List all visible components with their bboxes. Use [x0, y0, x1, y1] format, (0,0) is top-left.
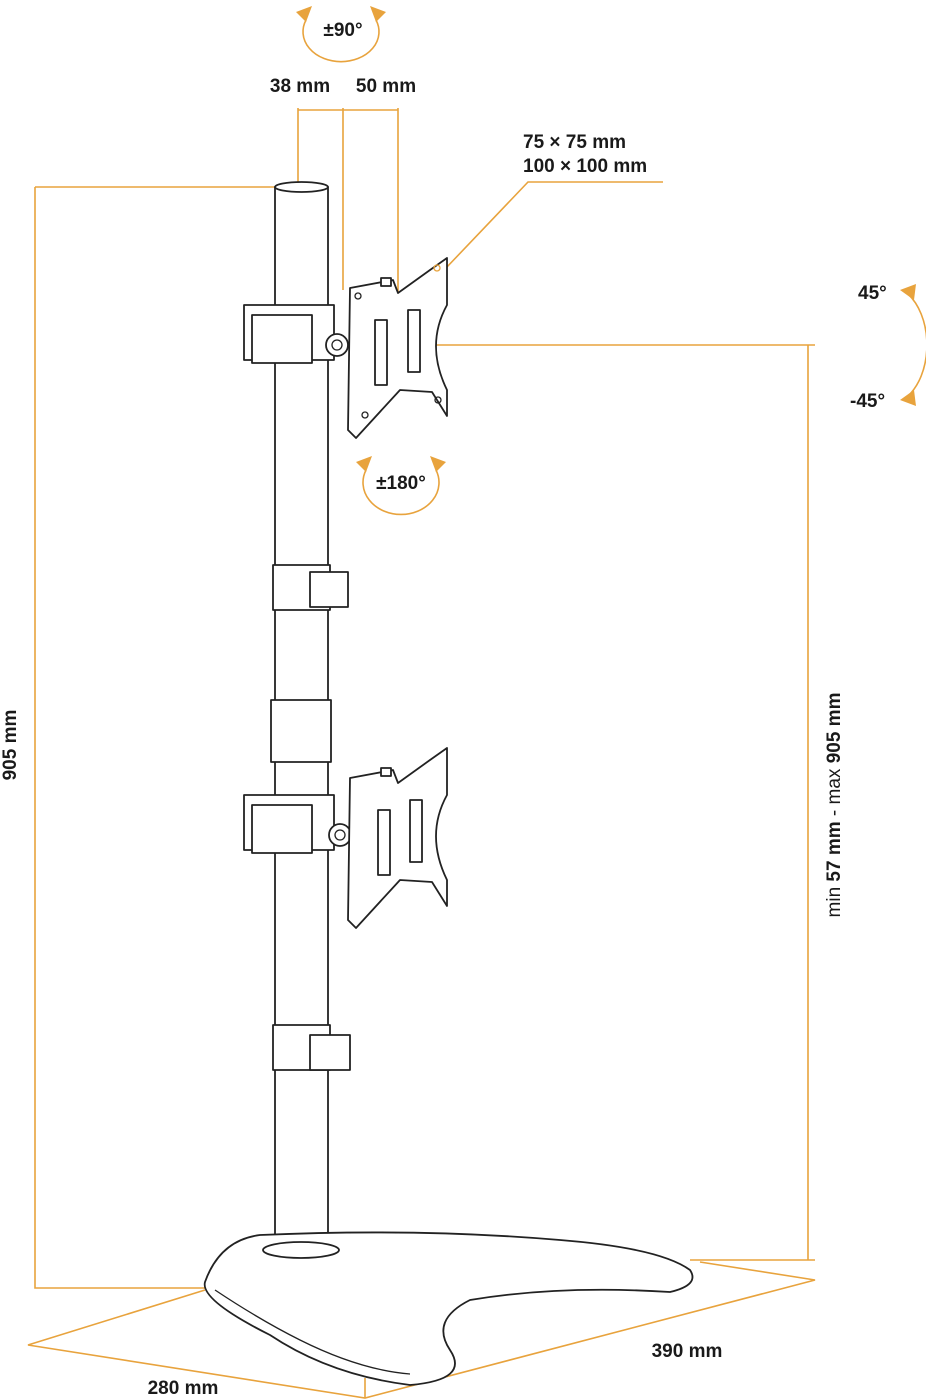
rotation-label: ±180° — [376, 473, 426, 494]
tilt-down-label: -45° — [850, 391, 885, 412]
height-max-value: 905 mm — [824, 693, 845, 764]
height-separator: - — [824, 804, 845, 821]
base-width-label: 390 mm — [652, 1341, 723, 1362]
lower-vesa-bracket — [243, 747, 448, 929]
tilt-arrow-icon — [900, 284, 926, 406]
swivel-arrow-icon — [296, 6, 386, 63]
vesa-label-1: 75 × 75 mm — [523, 132, 626, 153]
swivel-label: ±90° — [323, 20, 362, 41]
height-range-label: min 57 mm - max 905 mm — [824, 693, 845, 918]
offset-label: 50 mm — [356, 76, 416, 97]
vesa-label-2: 100 × 100 mm — [523, 156, 647, 177]
pole-diameter-label: 38 mm — [270, 76, 330, 97]
base — [203, 1231, 694, 1386]
upper-vesa-bracket — [243, 257, 448, 439]
rotation-arrow-icon — [356, 456, 446, 516]
tilt-up-label: 45° — [858, 283, 887, 304]
height-min-value: 57 mm — [824, 821, 845, 881]
height-max-prefix: max — [824, 768, 845, 804]
base-depth-label: 280 mm — [148, 1378, 219, 1399]
pole — [270, 181, 351, 1258]
dimension-lines — [27, 108, 816, 1399]
height-min-prefix: min — [824, 887, 845, 918]
total-height-label: 905 mm — [0, 710, 21, 781]
